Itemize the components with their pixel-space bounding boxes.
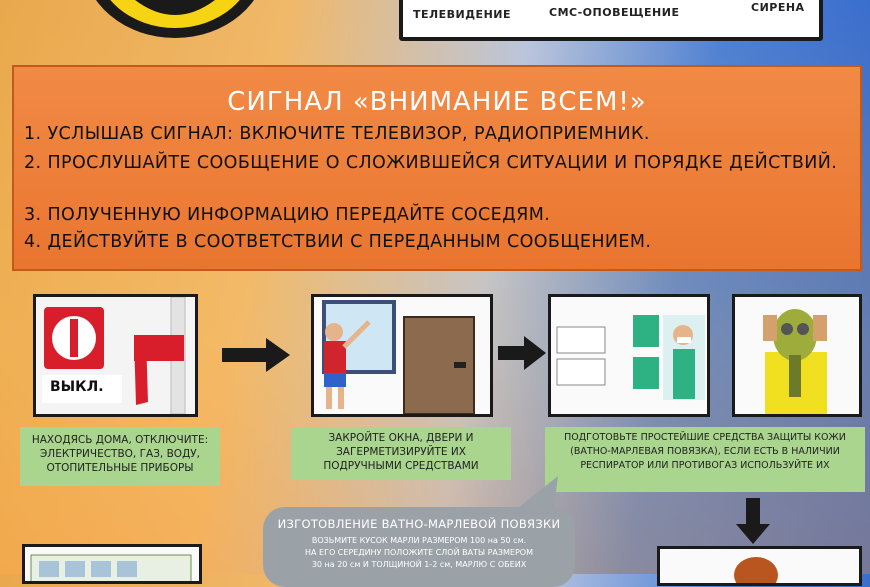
gauze-instructions-bubble: ИЗГОТОВЛЕНИЕ ВАТНО-МАРЛЕВОЙ ПОВЯЗКИ ВОЗЬ… xyxy=(263,507,575,587)
arrow-down-icon xyxy=(736,498,770,544)
bubble-line-3: 30 на 20 см И ТОЛЩИНОЙ 1-2 см, МАРЛЮ С О… xyxy=(311,560,527,569)
step-3: 3. ПОЛУЧЕННУЮ ИНФОРМАЦИЮ ПЕРЕДАЙТЕ СОСЕД… xyxy=(24,205,551,225)
step-1: 1. УСЛЫШАВ СИГНАЛ: ВКЛЮЧИТЕ ТЕЛЕВИЗОР, Р… xyxy=(24,124,650,144)
step-2: 2. ПРОСЛУШАЙТЕ СООБЩЕНИЕ О СЛОЖИВШЕЙСЯ С… xyxy=(24,153,838,173)
close-windows-picture xyxy=(311,294,493,417)
switch-off-label: ВЫКЛ. xyxy=(50,379,104,395)
gauze-bandage-icon xyxy=(551,297,707,414)
bubble-line-1: ВОЗЬМИТЕ КУСОК МАРЛИ РАЗМЕРОМ 100 на 50 … xyxy=(311,536,527,545)
bus-picture xyxy=(22,544,202,584)
notification-methods-box: ТЕЛЕВИДЕНИЕ СМС-ОПОВЕЩЕНИЕ СИРЕНА xyxy=(399,0,823,41)
person-icon xyxy=(660,549,859,583)
bubble-title: ИЗГОТОВЛЕНИЕ ВАТНО-МАРЛЕВОЙ ПОВЯЗКИ xyxy=(277,517,561,531)
radiation-hazard-icon xyxy=(96,0,254,38)
alert-title: СИГНАЛ «ВНИМАНИЕ ВСЕМ!» xyxy=(227,87,647,117)
step-4: 4. ДЕЙСТВУЙТЕ В СООТВЕТСТВИИ С ПЕРЕДАННЫ… xyxy=(24,232,652,252)
arrow-right-icon xyxy=(498,336,546,370)
arrow-right-icon xyxy=(222,338,290,372)
bubble-tail xyxy=(508,476,558,516)
caption-protection: ПОДГОТОВЬТЕ ПРОСТЕЙШИЕ СРЕДСТВА ЗАЩИТЫ К… xyxy=(545,427,865,492)
gauze-bandage-picture xyxy=(548,294,710,417)
method-sms: СМС-ОПОВЕЩЕНИЕ xyxy=(549,6,680,19)
alert-panel: СИГНАЛ «ВНИМАНИЕ ВСЕМ!» 1. УСЛЫШАВ СИГНА… xyxy=(12,65,862,271)
switch-picture: ВЫКЛ. xyxy=(33,294,198,417)
method-siren: СИРЕНА xyxy=(751,1,805,14)
bus-icon xyxy=(25,547,199,581)
closing-window-icon xyxy=(314,297,490,414)
caption-seal-windows: ЗАКРОЙТЕ ОКНА, ДВЕРИ И ЗАГЕРМЕТИЗИРУЙТЕ … xyxy=(291,427,511,480)
gas-mask-icon xyxy=(735,297,859,414)
bubble-line-2: НА ЕГО СЕРЕДИНУ ПОЛОЖИТЕ СЛОЙ ВАТЫ РАЗМЕ… xyxy=(305,548,533,557)
power-switch-icon xyxy=(36,297,195,414)
caption-utilities: НАХОДЯСЬ ДОМА, ОТКЛЮЧИТЕ: ЭЛЕКТРИЧЕСТВО,… xyxy=(20,427,220,486)
person-picture xyxy=(657,546,862,586)
gas-mask-picture xyxy=(732,294,862,417)
method-tv: ТЕЛЕВИДЕНИЕ xyxy=(413,8,511,21)
